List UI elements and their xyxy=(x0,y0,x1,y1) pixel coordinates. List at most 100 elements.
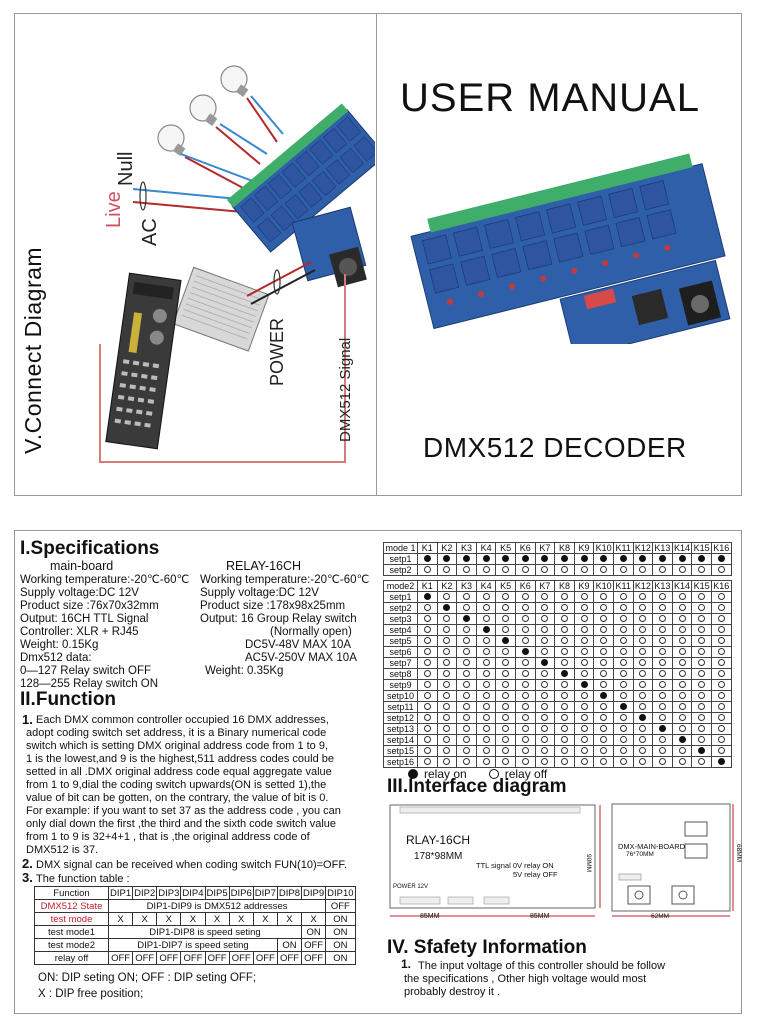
table-cell: relay off xyxy=(34,951,109,965)
relay-state-cell xyxy=(417,745,438,757)
relay-off-dot-icon xyxy=(482,758,490,765)
table-header: DIP2 xyxy=(132,886,158,900)
relay-state-cell xyxy=(573,668,595,680)
relay-off-dot-icon xyxy=(619,604,627,611)
relay-off-dot-icon xyxy=(462,670,470,677)
relay-state-cell xyxy=(691,756,712,768)
relay-board-photo xyxy=(226,103,375,253)
main-board-size: 76*70MM xyxy=(626,851,654,858)
relay-off-dot-icon xyxy=(482,725,490,732)
relay-off-dot-icon xyxy=(502,626,510,633)
relay-off-dot-icon xyxy=(443,714,451,721)
relay-off-dot-icon xyxy=(639,659,647,666)
relay-off-dot-icon xyxy=(678,604,686,611)
table-row: setp5 xyxy=(383,635,732,647)
relay-off-dot-icon xyxy=(658,758,666,765)
relay-off-dot-icon xyxy=(678,615,686,622)
relay-off-dot-icon xyxy=(717,604,725,611)
function-table: Function DIP1 DIP2 DIP3 DIP4 DIP5 DIP6 D… xyxy=(34,886,356,965)
relay-state-cell xyxy=(710,756,732,768)
relay-state-cell xyxy=(456,701,477,713)
relay-state-cell xyxy=(514,591,536,603)
relay-state-cell xyxy=(593,646,614,658)
channel-header: K6 xyxy=(514,580,536,592)
relay-state-cell xyxy=(593,564,614,576)
relay-off-dot-icon xyxy=(600,626,608,633)
channel-header: K5 xyxy=(495,580,516,592)
relay-state-cell xyxy=(652,613,673,625)
power-label: POWER xyxy=(267,317,287,386)
relay-on-dot-icon xyxy=(443,555,451,562)
relay-state-cell xyxy=(417,679,438,691)
relay-state-cell xyxy=(593,591,614,603)
relay-spec-line: Output: 16 Group Relay switch xyxy=(200,613,357,625)
relay-off-dot-icon xyxy=(443,703,451,710)
relay-state-cell xyxy=(534,701,556,713)
channel-header: K3 xyxy=(456,580,477,592)
bulb-icon xyxy=(220,65,249,97)
relay-state-cell xyxy=(495,679,516,691)
step-label: setp12 xyxy=(383,712,418,724)
relay-state-cell xyxy=(573,613,595,625)
relay-on-dot-icon xyxy=(560,555,568,562)
relay-state-cell xyxy=(691,624,712,636)
relay-spec-line: Working temperature:-20℃-60℃ xyxy=(200,574,370,586)
relay-state-cell xyxy=(456,734,477,746)
table-row: setp8 xyxy=(383,668,732,680)
relay-state-cell xyxy=(593,690,614,702)
relay-state-cell xyxy=(456,756,477,768)
table-row: setp7 xyxy=(383,657,732,669)
relay-state-cell xyxy=(671,564,693,576)
table-cell: OFF xyxy=(107,951,134,965)
relay-off-dot-icon xyxy=(560,703,568,710)
relay-state-cell xyxy=(534,657,556,669)
relay-off-dot-icon xyxy=(560,648,568,655)
relay-off-dot-icon xyxy=(600,703,608,710)
relay-off-dot-icon xyxy=(717,736,725,743)
relay-state-cell xyxy=(612,646,634,658)
channel-header: K15 xyxy=(691,580,712,592)
relay-off-dot-icon xyxy=(482,637,490,644)
relay-off-dot-icon xyxy=(560,626,568,633)
relay-state-cell xyxy=(710,553,732,565)
relay-state-cell xyxy=(691,734,712,746)
relay-legend: relay on relay off xyxy=(408,767,547,781)
step-label: setp9 xyxy=(383,679,418,691)
relay-off-dot-icon xyxy=(698,566,706,573)
relay-state-cell xyxy=(632,646,654,658)
relay-state-cell xyxy=(691,712,712,724)
table-cell: X xyxy=(252,912,278,926)
table-header-row: Function DIP1 DIP2 DIP3 DIP4 DIP5 DIP6 D… xyxy=(34,886,356,900)
relay-off-dot-icon xyxy=(502,593,510,600)
relay-state-cell xyxy=(710,646,732,658)
relay-state-cell xyxy=(573,712,595,724)
relay-off-dot-icon xyxy=(698,637,706,644)
ac-label: AC xyxy=(139,218,161,246)
relay-state-cell xyxy=(652,564,673,576)
relay-title: RELAY-16CH xyxy=(226,559,302,573)
relay-state-cell xyxy=(632,657,654,669)
relay-on-dot-icon xyxy=(521,555,529,562)
step-label: setp8 xyxy=(383,668,418,680)
relay-state-cell xyxy=(671,723,693,735)
relay-state-cell xyxy=(710,591,732,603)
relay-state-cell xyxy=(534,745,556,757)
relay-off-dot-icon xyxy=(658,626,666,633)
relay-state-cell xyxy=(456,723,477,735)
relay-off-dot-icon xyxy=(639,626,647,633)
relay-state-cell xyxy=(691,723,712,735)
relay-on-dot-icon xyxy=(678,736,686,743)
relay-off-dot-icon xyxy=(678,758,686,765)
relay-off-dot-icon xyxy=(619,648,627,655)
relay-off-dot-icon xyxy=(443,736,451,743)
relay-on-dot-icon xyxy=(698,747,706,754)
relay-state-cell xyxy=(475,723,497,735)
relay-off-dot-icon xyxy=(443,725,451,732)
relay-state-cell xyxy=(495,602,516,614)
manual-title: USER MANUAL xyxy=(400,76,700,120)
relay-state-cell xyxy=(632,564,654,576)
step-label: setp16 xyxy=(383,756,418,768)
relay-off-dot-icon xyxy=(600,714,608,721)
channel-header: K14 xyxy=(671,580,693,592)
relay-on-dot-icon xyxy=(717,555,725,562)
